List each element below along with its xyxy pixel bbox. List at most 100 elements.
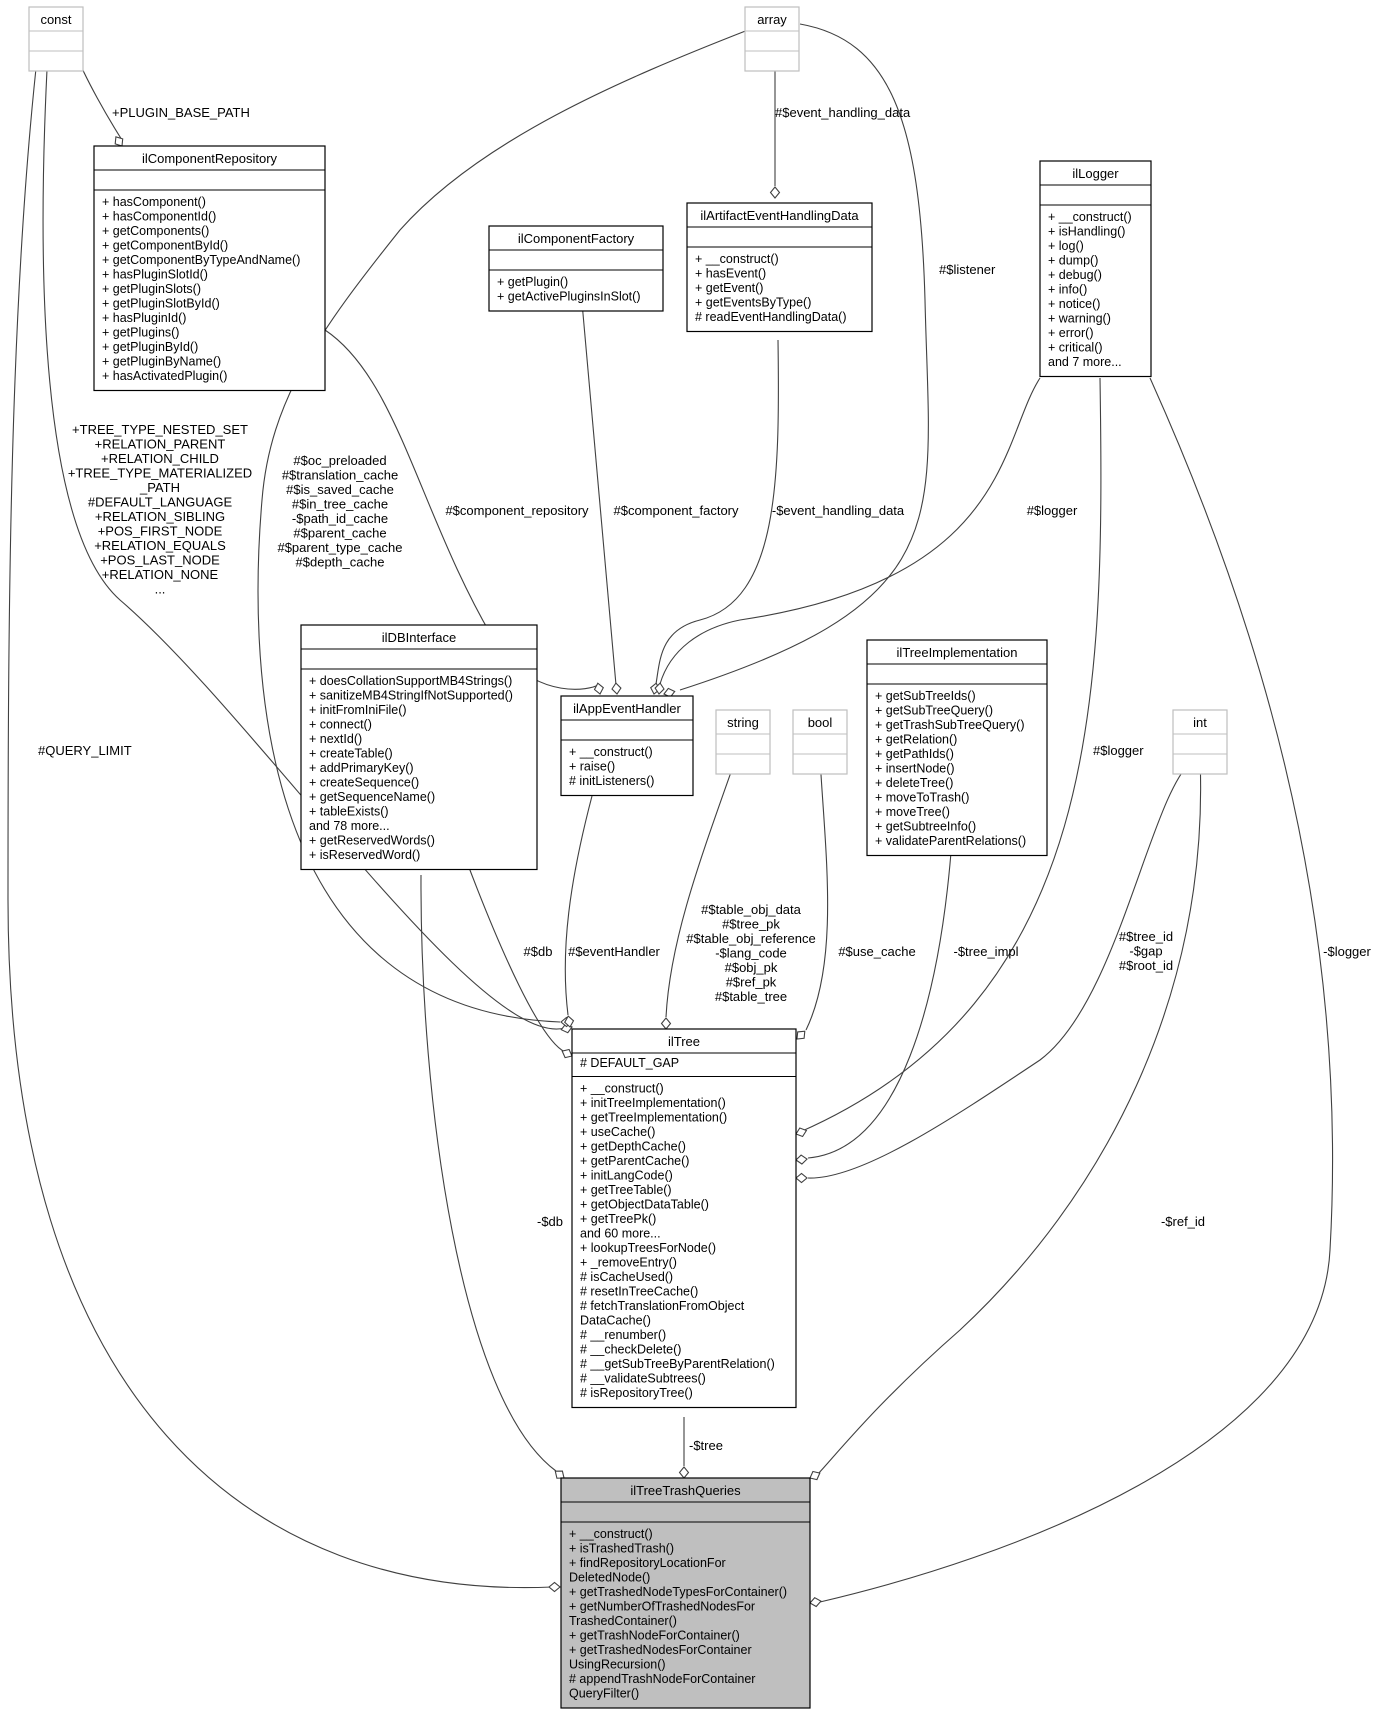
class-method: + hasEvent(): [695, 267, 766, 281]
edge-label-line: _PATH: [139, 480, 180, 495]
edge-label-const-tree: +TREE_TYPE_NESTED_SET+RELATION_PARENT+RE…: [68, 422, 252, 597]
edge-label-line: #$tree_id: [1119, 929, 1173, 944]
class-box-frame: [1039, 160, 1152, 378]
edge-label-line: -$db: [537, 1214, 563, 1229]
edge-label-line: #$depth_cache: [296, 555, 385, 570]
edge-label-line: #$table_tree: [715, 989, 787, 1004]
aggregation-diamond: [114, 136, 124, 147]
class-boxes-layer: const array string bool int ilComponentReposi…: [28, 6, 1228, 1709]
edge-label-event-handler: #$eventHandler: [568, 944, 660, 959]
edge-label-db-tree: #$db: [524, 944, 553, 959]
edge-label-tree-trash: -$tree: [689, 1438, 723, 1453]
class-box-ilTreeTrashQueries[interactable]: ilTreeTrashQueries+ __construct()+ isTra…: [560, 1477, 811, 1709]
edge-label-line: #$table_obj_data: [701, 902, 802, 917]
class-method: DeletedNode(): [569, 1571, 650, 1585]
class-method: + connect(): [309, 718, 372, 732]
class-box-array[interactable]: array: [744, 6, 800, 72]
class-method: + insertNode(): [875, 762, 955, 776]
edge-label-query-limit: #QUERY_LIMIT: [38, 743, 132, 758]
class-box-ilTreeImplementation[interactable]: ilTreeImplementation+ getSubTreeIds()+ g…: [866, 639, 1048, 857]
class-method: + __construct(): [1048, 210, 1132, 224]
edge-component-repository: [324, 329, 599, 690]
class-method: + __construct(): [580, 1082, 664, 1096]
class-method: + getRelation(): [875, 733, 957, 747]
class-method: + getComponents(): [102, 224, 209, 238]
class-method: + findRepositoryLocationFor: [569, 1556, 726, 1570]
class-method: + getEvent(): [695, 281, 763, 295]
edge-logger-tree: [799, 377, 1102, 1133]
class-method: + getSubTreeQuery(): [875, 704, 993, 718]
class-method: + raise(): [569, 760, 615, 774]
edge-string-tree: [665, 757, 737, 1018]
edge-label-line: #$logger: [1027, 503, 1078, 518]
edge-label-ref-id: -$ref_id: [1161, 1214, 1205, 1229]
class-box-ilTree[interactable]: ilTree# DEFAULT_GAP+ __construct()+ init…: [571, 1028, 797, 1409]
edge-label-line: #$eventHandler: [568, 944, 660, 959]
class-box-frame: [744, 6, 800, 72]
class-method: + getReservedWords(): [309, 834, 435, 848]
class-method: + getComponentById(): [102, 239, 228, 253]
class-box-frame: [560, 1477, 811, 1709]
class-method: + getParentCache(): [580, 1154, 689, 1168]
class-method: # __renumber(): [580, 1328, 666, 1342]
class-method: + tableExists(): [309, 805, 389, 819]
class-method: + moveTree(): [875, 805, 950, 819]
class-method: + getSubtreeInfo(): [875, 820, 976, 834]
edge-label-line: #$logger: [1093, 743, 1144, 758]
edge-label-line: #DEFAULT_LANGUAGE: [88, 495, 233, 510]
edge-logger-trash: [819, 377, 1334, 1603]
class-box-frame: [300, 624, 538, 871]
class-method: + useCache(): [580, 1125, 655, 1139]
edge-use-cache: [805, 757, 829, 1031]
edge-label-line: +RELATION_PARENT: [95, 437, 226, 452]
class-method: # __getSubTreeByParentRelation(): [580, 1357, 775, 1371]
class-box-ilLogger[interactable]: ilLogger+ __construct()+ isHandling()+ l…: [1039, 160, 1152, 378]
edge-label-line: +RELATION_EQUALS: [94, 538, 226, 553]
class-method: + __construct(): [569, 1527, 653, 1541]
aggregation-diamond: [548, 1581, 561, 1593]
aggregation-diamond: [554, 1470, 565, 1479]
class-box-ilAppEventHandler[interactable]: ilAppEventHandler+ __construct()+ raise(…: [560, 695, 694, 797]
class-method: + __construct(): [695, 252, 779, 266]
class-method: + getSequenceName(): [309, 790, 435, 804]
class-box-ilComponentFactory[interactable]: ilComponentFactory+ getPlugin()+ getActi…: [488, 225, 664, 312]
edge-label-line: +POS_FIRST_NODE: [98, 524, 223, 539]
edge-label-line: -$gap: [1129, 944, 1162, 959]
class-method: + getTrashNodeForContainer(): [569, 1629, 740, 1643]
class-method: # initListeners(): [569, 774, 654, 788]
class-box-ilDBInterface[interactable]: ilDBInterface+ doesCollationSupportMB4St…: [300, 624, 538, 871]
edge-label-line: -$path_id_cache: [292, 511, 388, 526]
class-box-bool[interactable]: bool: [792, 709, 848, 775]
aggregation-diamond: [564, 1015, 575, 1028]
aggregation-diamond: [809, 1597, 822, 1608]
edge-label-line: -$ref_id: [1161, 1214, 1205, 1229]
edge-int-tree: [807, 757, 1196, 1179]
class-box-ilArtifactEventHandlingData[interactable]: ilArtifactEventHandlingData+ __construct…: [686, 202, 873, 333]
class-method: DataCache(): [580, 1314, 651, 1328]
class-box-string[interactable]: string: [715, 709, 771, 775]
edge-label-logger-tree: #$logger: [1093, 743, 1144, 758]
class-method: + dump(): [1048, 254, 1098, 268]
class-method: # resetInTreeCache(): [580, 1285, 698, 1299]
class-method: # __validateSubtrees(): [580, 1372, 706, 1386]
edge-db-tree: [464, 856, 566, 1053]
class-method: + isHandling(): [1048, 225, 1125, 239]
class-box-frame: [792, 709, 848, 775]
class-box-ilComponentRepository[interactable]: ilComponentRepository+ hasComponent()+ h…: [93, 145, 326, 392]
class-method: + getTreeImplementation(): [580, 1111, 727, 1125]
class-method: + lookupTreesForNode(): [580, 1241, 716, 1255]
class-method: + hasPluginSlotId(): [102, 268, 208, 282]
class-box-int[interactable]: int: [1172, 709, 1228, 775]
class-name: bool: [808, 715, 833, 730]
class-name: ilTreeImplementation: [897, 645, 1018, 660]
edge-label-line: +TREE_TYPE_MATERIALIZED: [68, 466, 252, 481]
class-method: + log(): [1048, 239, 1084, 253]
edge-tree-impl: [807, 839, 953, 1159]
edge-label-line: -$lang_code: [715, 946, 787, 961]
edge-label-line: #$oc_preloaded: [293, 453, 386, 468]
class-box-const[interactable]: const: [28, 6, 84, 72]
class-method: + hasComponent(): [102, 195, 206, 209]
edge-label-use-cache: #$use_cache: [838, 944, 915, 959]
class-method: + warning(): [1048, 312, 1111, 326]
edge-listener: [679, 23, 929, 691]
